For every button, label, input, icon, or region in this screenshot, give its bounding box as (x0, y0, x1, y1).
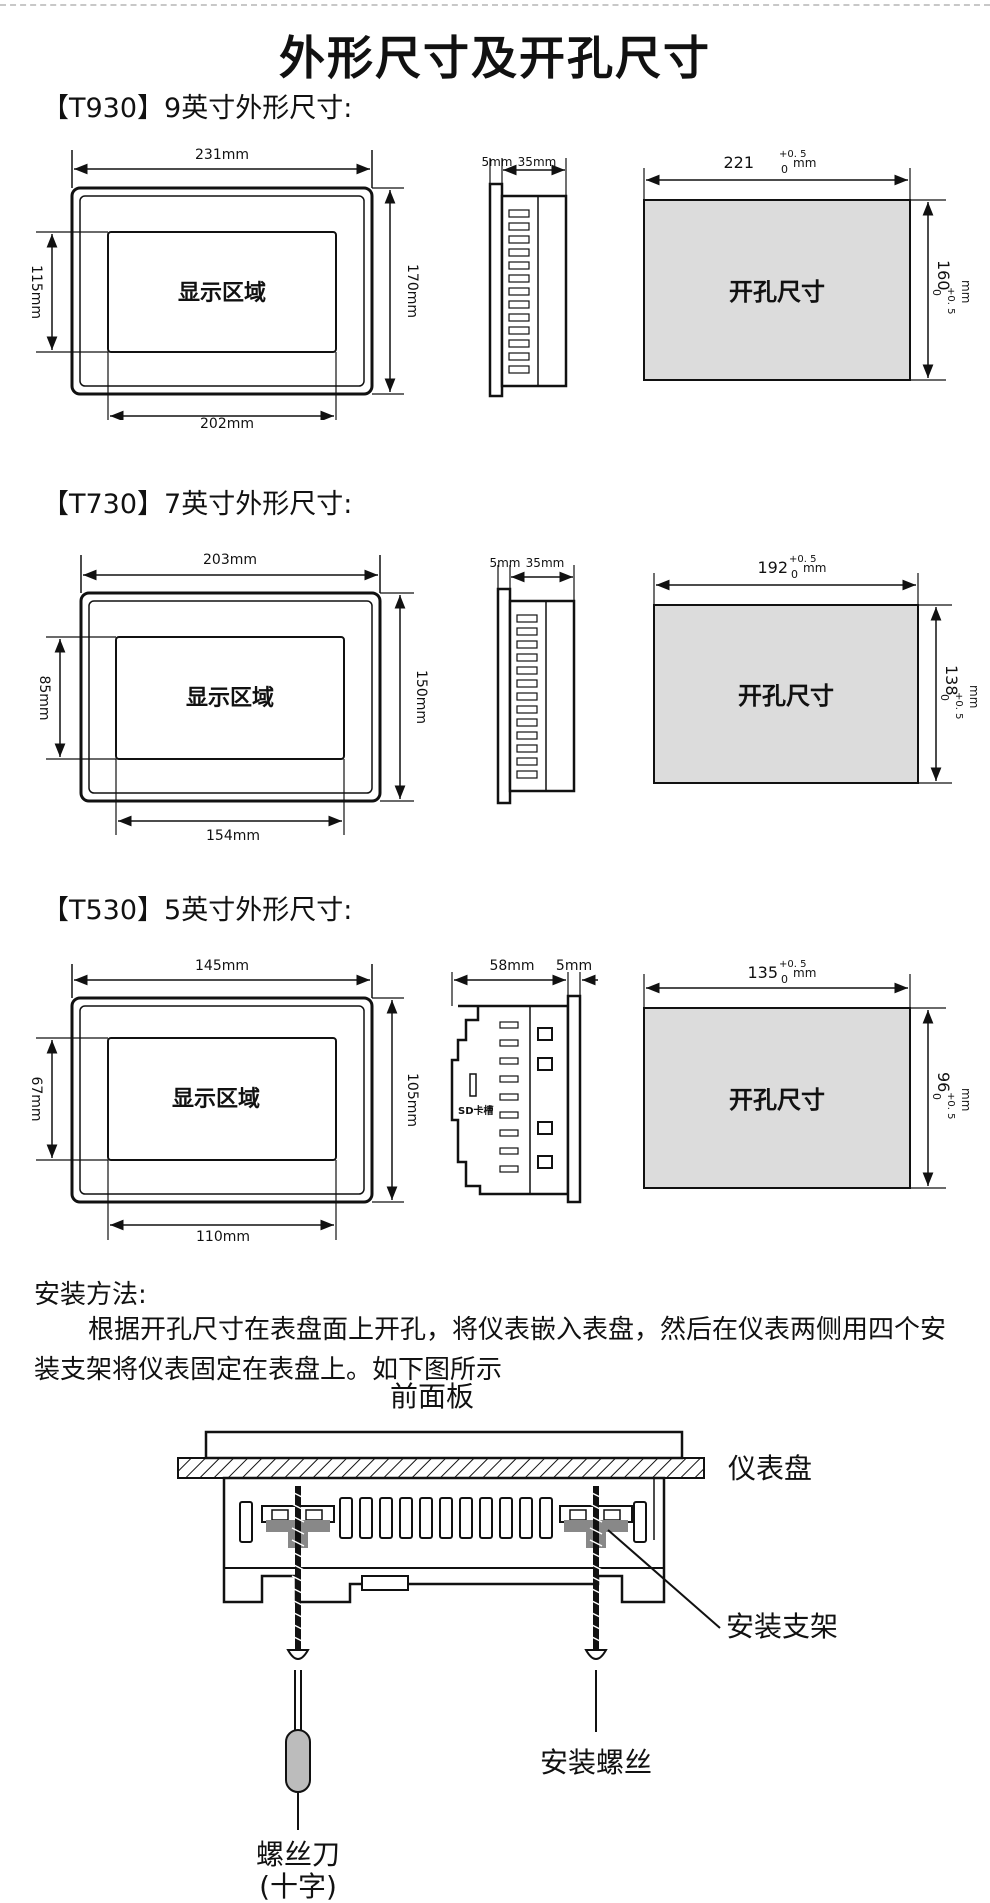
t730-cutout-width-tol-lower: 0 (791, 568, 798, 581)
bracket-leader-line (607, 1529, 721, 1629)
top-dashed-divider (0, 4, 990, 6)
svg-text:96: 96 (934, 1072, 953, 1092)
t730-depth-label: 35mm (526, 556, 565, 570)
t730-front-view: 203mm 显示区域 85mm 150mm (36, 552, 429, 835)
t930-display-height-label: 115mm (28, 265, 44, 319)
section-heading-t930: 【T930】9英寸外形尺寸: (42, 93, 353, 124)
t530-display-width-label: 110mm (196, 1229, 250, 1245)
t930-display-width-label: 202mm (200, 416, 254, 432)
t730-cutout-width-unit: mm (803, 561, 826, 575)
mounting-title: 安装方法: (34, 1280, 147, 1310)
screwdriver-icon (285, 1670, 311, 1830)
svg-text:mm: mm (959, 280, 973, 303)
bracket-label: 安装支架 (726, 1610, 838, 1643)
t530-cutout-width-unit: mm (793, 966, 816, 980)
t930-depth-label: 35mm (518, 155, 557, 169)
t730-width-label: 203mm (203, 552, 257, 568)
t930-width-label: 231mm (195, 147, 249, 163)
t530-display-height-label: 67mm (28, 1076, 44, 1121)
t930-cutout-width-unit: mm (793, 156, 816, 170)
t530-height-label: 105mm (404, 1073, 420, 1127)
screwdriver-type-label: (十字) (259, 1870, 337, 1903)
screw-left (286, 1486, 310, 1660)
page-title: 外形尺寸及开孔尺寸 (279, 31, 711, 85)
t730-bezel-label: 5mm (489, 556, 520, 570)
t730-cutout-view: 192 +0. 5 0 mm 开孔尺寸 138 +0. 5 0 mm (653, 554, 981, 784)
t930-cutout-width-tol-lower: 0 (781, 163, 788, 176)
t530-depth-label: 58mm (489, 958, 534, 974)
svg-text:160: 160 (934, 260, 953, 291)
t930-cutout-label: 开孔尺寸 (729, 277, 825, 306)
t530-cutout-width-tol-lower: 0 (781, 973, 788, 986)
t530-front-view: 145mm 显示区域 67mm 105mm (28, 958, 420, 1240)
section-heading-t730: 【T730】7英寸外形尺寸: (42, 489, 353, 520)
t530-cutout-height-label: 96 +0. 5 0 mm (930, 1072, 973, 1119)
t730-display-height-label: 85mm (36, 675, 52, 720)
t530-cutout-label: 开孔尺寸 (729, 1085, 825, 1114)
svg-text:mm: mm (959, 1088, 973, 1111)
t530-side-view: SD卡槽 58mm 5mm (450, 958, 598, 1204)
t930-drawing: 231mm 显示区域 115mm 170mm 5 (28, 147, 973, 420)
svg-text:0: 0 (938, 694, 951, 701)
svg-text:138: 138 (942, 665, 961, 696)
t730-cutout-width-tol-upper: +0. 5 (789, 554, 816, 565)
svg-text:+0. 5: +0. 5 (953, 692, 964, 719)
t530-cutout-view: 135 +0. 5 0 mm 开孔尺寸 96 +0. 5 0 mm (643, 959, 973, 1189)
t530-width-label: 145mm (195, 958, 249, 974)
front-panel-label: 前面板 (390, 1380, 474, 1413)
t730-cutout-label: 开孔尺寸 (738, 681, 834, 710)
svg-text:mm: mm (967, 685, 981, 708)
front-panel (204, 1430, 684, 1460)
t730-side-view: 5mm 35mm (489, 556, 576, 805)
t930-cutout-height-label: 160 +0. 5 0 mm (930, 260, 973, 314)
t930-cutout-width-tol-upper: +0. 5 (779, 149, 806, 160)
t530-sd-slot-label: SD卡槽 (458, 1104, 494, 1117)
t530-drawing: 145mm 显示区域 67mm 105mm SD卡槽 (28, 958, 973, 1240)
t930-bezel-label: 5mm (481, 155, 512, 169)
t730-cutout-width-label: 192 (757, 558, 788, 577)
mounting-diagram: 前面板 仪表盘 (177, 1380, 838, 1903)
section-heading-t530: 【T530】5英寸外形尺寸: (42, 895, 353, 926)
t730-display-area-label: 显示区域 (186, 685, 274, 711)
svg-text:0: 0 (930, 1093, 943, 1100)
t530-cutout-width-tol-upper: +0. 5 (779, 959, 806, 970)
instrument-panel-label: 仪表盘 (728, 1452, 812, 1485)
mounting-description: 根据开孔尺寸在表盘面上开孔，将仪表嵌入表盘，然后在仪表两侧用四个安装支架将仪表固… (34, 1315, 947, 1385)
t730-display-width-label: 154mm (206, 828, 260, 844)
svg-text:+0. 5: +0. 5 (945, 287, 956, 314)
t930-cutout-view: 221 +0. 5 0 mm 开孔尺寸 160 +0. 5 0 mm (643, 149, 973, 381)
svg-text:0: 0 (930, 289, 943, 296)
svg-text:+0. 5: +0. 5 (945, 1092, 956, 1119)
t930-cutout-width-label: 221 (723, 153, 754, 172)
vent-slots (239, 1497, 647, 1543)
t730-height-label: 150mm (413, 670, 429, 724)
instrument-panel-plate (177, 1457, 705, 1479)
t730-cutout-height-label: 138 +0. 5 0 mm (938, 665, 981, 719)
t530-display-area-label: 显示区域 (172, 1086, 260, 1112)
t730-drawing: 203mm 显示区域 85mm 150mm 5m (36, 552, 981, 835)
t930-height-label: 170mm (404, 264, 420, 318)
t530-bezel-label: 5mm (556, 958, 592, 974)
t930-side-view: 5mm 35mm (481, 155, 568, 398)
screw-right (584, 1486, 608, 1660)
screwdriver-label: 螺丝刀 (256, 1838, 340, 1871)
t930-display-area-label: 显示区域 (178, 280, 266, 306)
screw-label: 安装螺丝 (540, 1746, 652, 1779)
t530-cutout-width-label: 135 (747, 963, 778, 982)
t930-front-view: 231mm 显示区域 115mm 170mm (28, 147, 420, 420)
